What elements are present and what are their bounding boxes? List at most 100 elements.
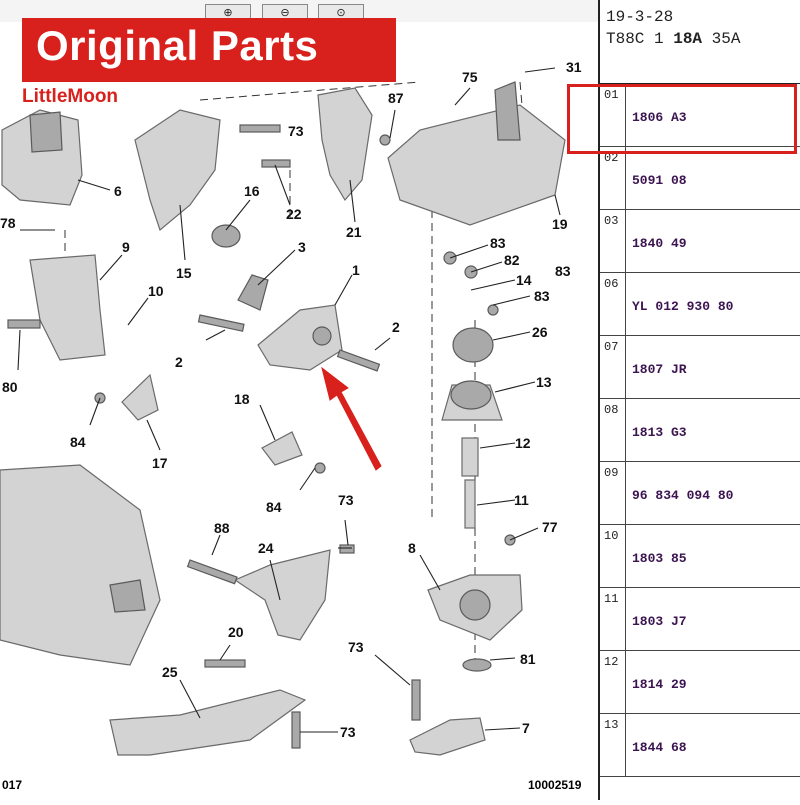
parts-row[interactable]: 10 1803 85 bbox=[600, 525, 800, 588]
callout-label: 7 bbox=[522, 720, 530, 736]
callout-label: 83 bbox=[490, 235, 506, 251]
nut-87 bbox=[379, 134, 391, 146]
bracket-15 bbox=[134, 109, 221, 232]
stud-11 bbox=[464, 479, 476, 529]
bolt-2 bbox=[197, 314, 245, 332]
stud-12 bbox=[461, 437, 479, 477]
part-code: YL 012 930 80 bbox=[632, 299, 734, 314]
callout-label: 2 bbox=[175, 354, 183, 370]
part-code: 1807 JR bbox=[632, 362, 687, 377]
engine-mount-6-block bbox=[29, 111, 63, 153]
exploded-parts-diagram: 1 2 2 3 6 7 8 9 10 11 12 13 14 15 16 17 … bbox=[0, 0, 598, 792]
callout-labels: 1 2 2 3 6 7 8 9 10 11 12 13 14 15 16 17 … bbox=[0, 59, 582, 740]
bracket-24 bbox=[233, 549, 331, 641]
row-number: 02 bbox=[600, 147, 626, 209]
parts-row[interactable]: 07 1807 JR bbox=[600, 336, 800, 399]
callout-label: 24 bbox=[258, 540, 274, 556]
parts-row[interactable]: 12 1814 29 bbox=[600, 651, 800, 714]
callout-label: 14 bbox=[516, 272, 532, 288]
callout-label: 73 bbox=[348, 639, 364, 655]
bolt bbox=[7, 319, 41, 329]
clip-3 bbox=[237, 274, 269, 311]
callout-label: 18 bbox=[234, 391, 250, 407]
zoom-fit-icon: ⊙ bbox=[336, 7, 346, 19]
parts-row[interactable]: 09 96 834 094 80 bbox=[600, 462, 800, 525]
parts-row[interactable]: 08 1813 G3 bbox=[600, 399, 800, 462]
callout-label: 10 bbox=[148, 283, 164, 299]
nut-83 bbox=[487, 304, 499, 316]
figure-ref-right: 10002519 bbox=[528, 778, 582, 792]
washer-81 bbox=[462, 658, 492, 672]
header-model: T88C 1 18A 35A bbox=[606, 28, 800, 50]
row-number: 12 bbox=[600, 651, 626, 713]
callout-label: 73 bbox=[338, 492, 354, 508]
brand-name: LittleMoon bbox=[22, 86, 119, 107]
callout-label: 1 bbox=[352, 262, 360, 278]
callout-label: 22 bbox=[286, 206, 302, 222]
callout-label: 25 bbox=[162, 664, 178, 680]
header-model-code: T88C 1 bbox=[606, 30, 674, 48]
bracket-21 bbox=[317, 87, 373, 202]
tray-19 bbox=[387, 104, 566, 226]
nut-84 bbox=[314, 462, 326, 474]
bolt-73 bbox=[411, 679, 421, 721]
row-number: 03 bbox=[600, 210, 626, 272]
parts-row[interactable]: 01 1806 A3 bbox=[600, 84, 800, 147]
parts-row[interactable]: 03 1840 49 bbox=[600, 210, 800, 273]
parts-row[interactable]: 02 5091 08 bbox=[600, 147, 800, 210]
callout-label: 83 bbox=[555, 263, 571, 279]
callout-label: 77 bbox=[542, 519, 558, 535]
callout-label: 87 bbox=[388, 90, 404, 106]
part-code: 1806 A3 bbox=[632, 110, 687, 125]
callout-label: 17 bbox=[152, 455, 168, 471]
tray-19-post bbox=[494, 81, 521, 141]
callout-label: 26 bbox=[532, 324, 548, 340]
callout-label: 83 bbox=[534, 288, 550, 304]
zoom-in-button[interactable]: ⊕ bbox=[205, 4, 251, 22]
parts-row[interactable]: 11 1803 J7 bbox=[600, 588, 800, 651]
header-date: 19-3-28 bbox=[606, 8, 674, 26]
callout-label: 31 bbox=[566, 59, 582, 75]
part-code: 1803 85 bbox=[632, 551, 687, 566]
part-code: 1803 J7 bbox=[632, 614, 687, 629]
bolt-2 bbox=[336, 349, 381, 372]
leader-lines bbox=[17, 67, 561, 733]
callout-label: 82 bbox=[504, 252, 520, 268]
bolt-73 bbox=[239, 124, 281, 133]
callout-label: 73 bbox=[340, 724, 356, 740]
callout-label: 2 bbox=[392, 319, 400, 335]
engine-mount-6 bbox=[1, 109, 83, 206]
bracket-8-hole bbox=[459, 589, 491, 621]
callout-label: 78 bbox=[0, 215, 16, 231]
callout-label: 81 bbox=[520, 651, 536, 667]
engine-mount-1-bushing bbox=[312, 326, 332, 346]
bolt-73 bbox=[291, 711, 301, 749]
row-number: 13 bbox=[600, 714, 626, 776]
callout-label: 80 bbox=[2, 379, 18, 395]
callout-label: 84 bbox=[70, 434, 86, 450]
axis-line bbox=[199, 81, 421, 101]
bracket-17 bbox=[121, 373, 159, 421]
bracket-9 bbox=[29, 254, 106, 361]
row-number: 07 bbox=[600, 336, 626, 398]
part-code: 1813 G3 bbox=[632, 425, 687, 440]
bolt-73 bbox=[339, 544, 355, 554]
torque-rod-25 bbox=[109, 689, 307, 756]
callout-label: 73 bbox=[288, 123, 304, 139]
bolt-22 bbox=[261, 159, 291, 168]
parts-row[interactable]: 06 YL 012 930 80 bbox=[600, 273, 800, 336]
row-number: 06 bbox=[600, 273, 626, 335]
callout-label: 13 bbox=[536, 374, 552, 390]
callout-label: 75 bbox=[462, 69, 478, 85]
bolt-88 bbox=[186, 559, 238, 585]
callout-label: 16 bbox=[244, 183, 260, 199]
zoom-out-icon: ⊖ bbox=[280, 7, 290, 19]
callout-label: 3 bbox=[298, 239, 306, 255]
part-code: 1840 49 bbox=[632, 236, 687, 251]
callout-label: 84 bbox=[266, 499, 282, 515]
row-number: 08 bbox=[600, 399, 626, 461]
engine-sensor bbox=[109, 579, 146, 613]
header-model-variant: 35A bbox=[702, 30, 741, 48]
part-code: 96 834 094 80 bbox=[632, 488, 734, 503]
parts-row[interactable]: 13 1844 68 bbox=[600, 714, 800, 777]
